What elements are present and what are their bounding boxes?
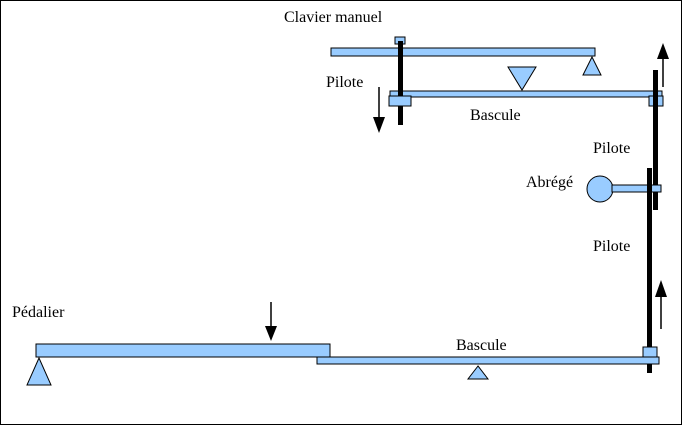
label-abrege: Abrégé [526, 174, 573, 191]
label-pilote-top-left: Pilote [326, 74, 363, 91]
bascule-bottom-connector [642, 346, 658, 358]
label-pilote-right-upper: Pilote [593, 140, 630, 157]
abrege-arm [611, 184, 662, 193]
bascule-bottom-lever [316, 356, 660, 365]
bascule-top-fulcrum [507, 66, 537, 91]
pedalier-lever [35, 343, 331, 358]
pilote-left-rod [398, 41, 403, 125]
label-bascule-bottom: Bascule [456, 337, 507, 354]
label-pedalier: Pédalier [12, 304, 65, 321]
pedalier-down-arrow [265, 302, 277, 341]
pilote-right-up-arrow-top [657, 43, 669, 87]
bascule-top-lever [389, 90, 663, 98]
pedalier-fulcrum [26, 356, 52, 386]
pilote-right-up-arrow-bottom [655, 280, 667, 329]
pilote-left-down-arrow [373, 87, 385, 133]
clavier-manuel-lever [330, 47, 596, 57]
label-clavier-manuel: Clavier manuel [284, 9, 383, 26]
label-bascule-top: Bascule [470, 107, 521, 124]
bascule-bottom-fulcrum [466, 365, 490, 380]
pilote-right-lower-rod [647, 168, 652, 373]
pilote-right-upper-rod [653, 70, 658, 210]
abrege-roller [586, 175, 614, 203]
label-pilote-right-lower: Pilote [593, 238, 630, 255]
pilote-left-connector [388, 95, 412, 107]
clavier-fulcrum [582, 55, 602, 76]
